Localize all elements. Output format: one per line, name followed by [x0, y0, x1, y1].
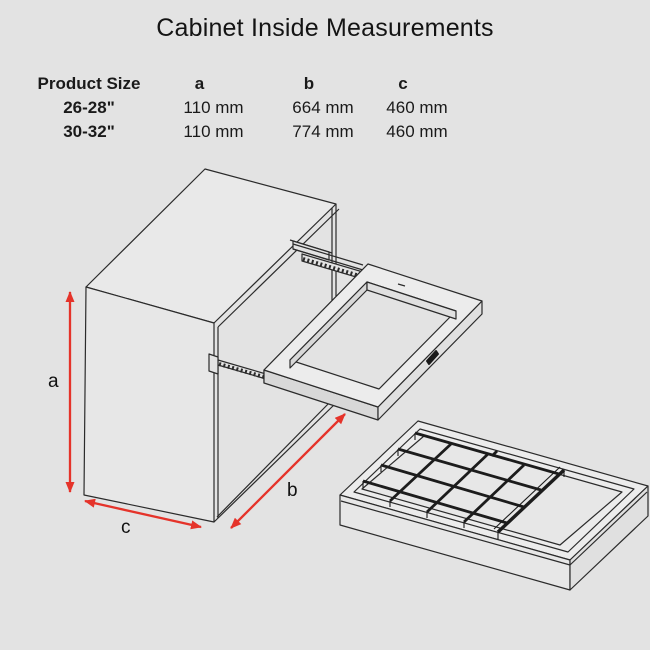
col-header-a: a [194, 74, 205, 93]
table-row-value-a: 110 mm [183, 98, 244, 117]
page-title: Cabinet Inside Measurements [156, 14, 494, 42]
table-row-value-c: 460 mm [386, 98, 448, 117]
dimension-arrow-b [230, 413, 346, 529]
dimension-label-a: a [48, 371, 59, 392]
frame-handle [426, 350, 439, 365]
dimension-arrow-c [84, 498, 202, 530]
dimension-arrows: a c b [48, 291, 346, 538]
table-row-size: 26-28" [63, 98, 115, 117]
table-row-value-b: 664 mm [292, 98, 354, 117]
organizer-tray-drawing [339, 420, 649, 591]
col-header-product-size: Product Size [37, 74, 141, 93]
table-row-value-b: 774 mm [292, 122, 354, 141]
col-header-b: b [303, 74, 315, 93]
table-row-size: 30-32" [63, 122, 115, 141]
table-row-value-a: 110 mm [183, 122, 244, 141]
cabinet-drawing [83, 168, 340, 523]
dimension-label-c: c [121, 517, 131, 538]
dimension-label-b: b [287, 480, 298, 501]
pullout-frame-drawing [263, 263, 483, 421]
table-row-value-c: 460 mm [386, 122, 448, 141]
col-header-c: c [398, 74, 408, 93]
measurements-table: Product Size a b c 26-28" 110 mm 664 mm … [25, 72, 462, 144]
